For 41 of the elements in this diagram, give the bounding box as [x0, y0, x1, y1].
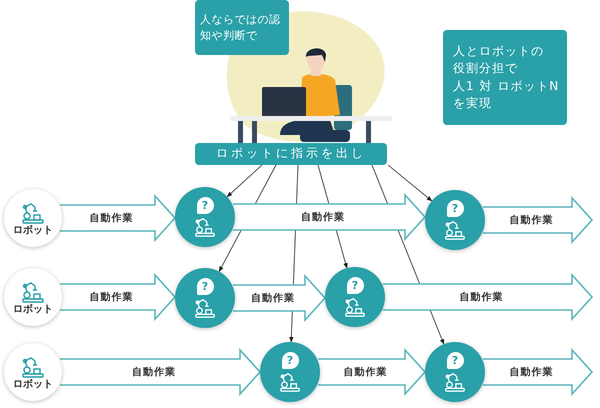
edge-label: 自動作業 [88, 290, 136, 304]
robot-label: ロボット [13, 226, 53, 236]
decision-circle [425, 342, 485, 402]
question-bubble: ? [346, 276, 364, 294]
edge-label: 自動作業 [508, 213, 556, 227]
question-bubble: ? [446, 200, 464, 216]
arrow [388, 164, 432, 202]
decision-circle [260, 342, 320, 402]
question-bubble: ? [446, 352, 464, 368]
block-arrow [59, 348, 262, 396]
edge-label: 自動作業 [458, 290, 506, 304]
decision-circle [175, 187, 235, 247]
question-bubble: ? [196, 278, 214, 294]
question-bubble: ? [282, 352, 298, 368]
robot-circle [4, 343, 62, 401]
box-text: 人1 対 ロボットN [453, 78, 560, 94]
decision-circle [175, 268, 235, 328]
robot-circle [4, 268, 62, 326]
decision-circle [425, 190, 485, 250]
box-text: ロボットに指示を出し [216, 145, 366, 162]
decision-circle [325, 267, 385, 327]
block-arrow [382, 272, 594, 322]
box-text: 役割分担で [453, 60, 518, 78]
edge-label: 自動作業 [299, 210, 347, 224]
box-text: 人ならではの認知や判断で [200, 12, 282, 44]
note-box [195, 0, 289, 55]
robot-label: ロボット [13, 380, 53, 390]
edge-label: 自動作業 [88, 211, 136, 225]
instruction-banner [195, 143, 387, 165]
box-text: 人とロボットの [453, 42, 544, 60]
note-box [443, 30, 567, 125]
edge-label: 自動作業 [130, 365, 178, 379]
robot-circle [4, 189, 62, 247]
block-arrow [232, 192, 426, 242]
edge-label: 自動作業 [508, 365, 556, 379]
edge-label: 自動作業 [249, 291, 297, 305]
question-bubble: ? [196, 196, 214, 214]
robot-label: ロボット [13, 304, 53, 314]
edge-label: 自動作業 [342, 365, 390, 379]
arrow [226, 164, 262, 198]
box-text: を実現 [453, 94, 492, 112]
